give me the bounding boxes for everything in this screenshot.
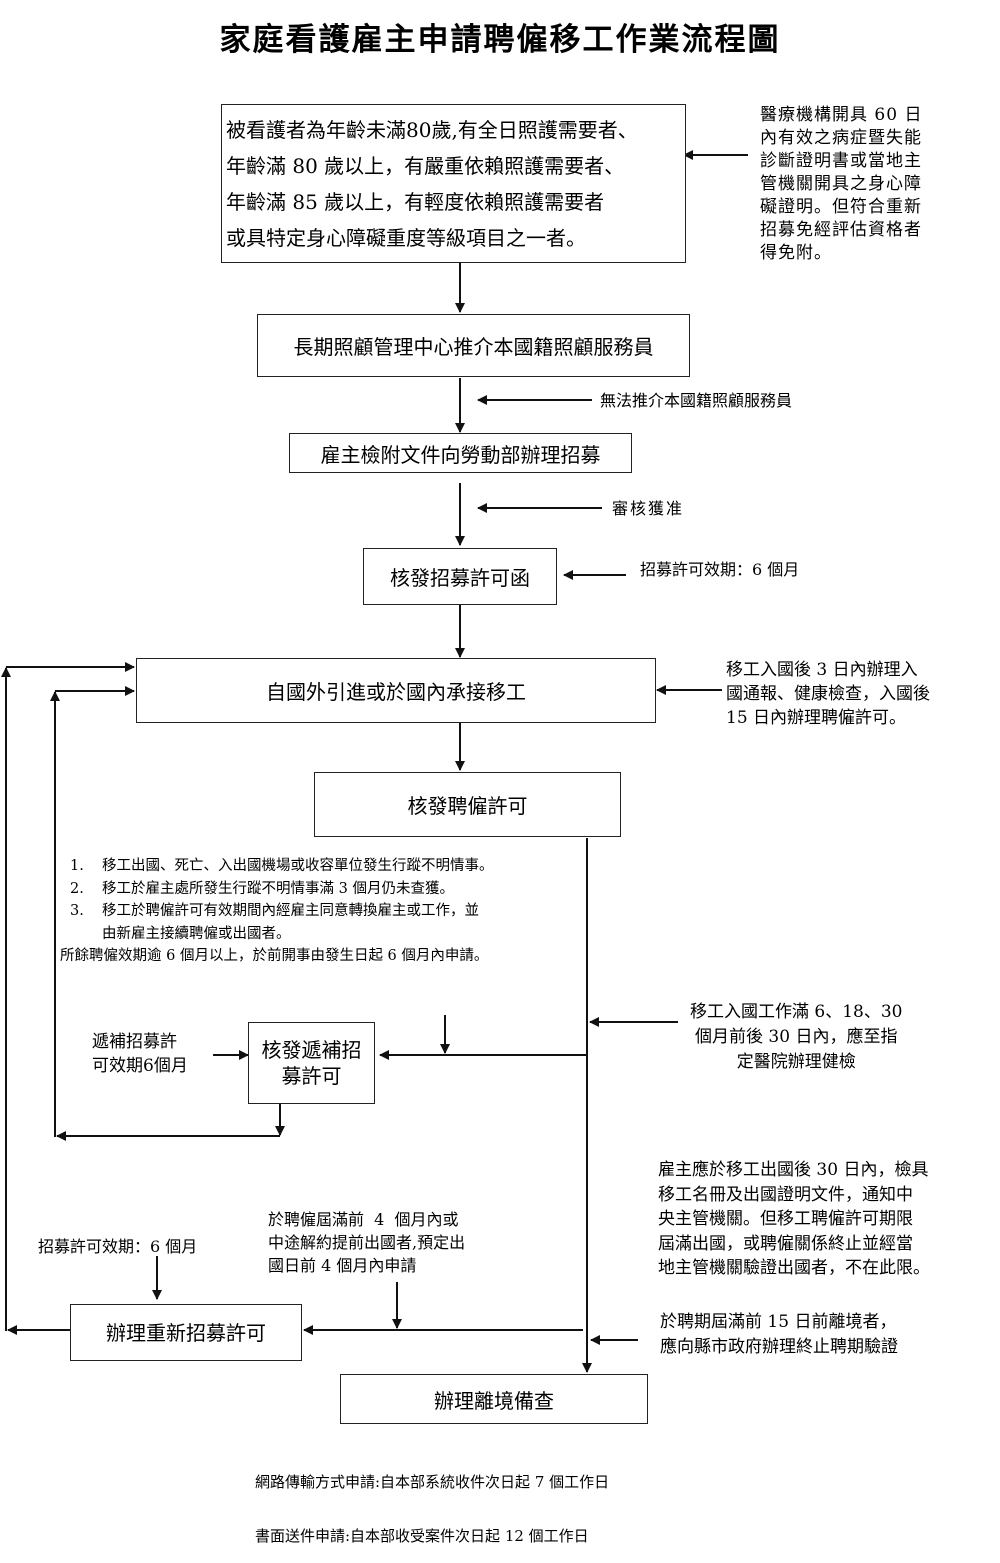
- step-import-worker: 自國外引進或於國內承接移工: [136, 658, 656, 723]
- note-early-departure: 於聘期屆滿前 15 日前離境者， 應向縣市政府辦理終止聘期驗證: [660, 1312, 898, 1357]
- processing-time: 網路傳輸方式申請:自本部系統收件次日起 7 個工作日 書面送件申請:自本部收受案…: [255, 1437, 609, 1563]
- step-issue-replacement-permit: 核發遞補招 募許可: [248, 1022, 375, 1104]
- replacement-conditions-list: 1.移工出國、死亡、入出國機場或收容單位發生行蹤不明情事。 2.移工於雇主處所發…: [60, 855, 494, 968]
- processing-time-online: 網路傳輸方式申請:自本部系統收件次日起 7 個工作日: [255, 1473, 610, 1491]
- eligibility-line: 被看護者為年齡未滿80歲,有全日照護需要者、: [226, 117, 638, 142]
- page-title: 家庭看護雇主申請聘僱移工作業流程圖: [219, 22, 781, 58]
- step-longterm-center: 長期照顧管理中心推介本國籍照顧服務員: [257, 314, 690, 377]
- condition-item: 2.移工於雇主處所發生行蹤不明情事滿 3 個月仍未查獲。: [70, 880, 454, 897]
- condition-item: 3.移工於聘僱許可有效期間內經雇主同意轉換雇主或工作，並: [70, 903, 479, 919]
- step-re-recruit-permit: 辦理重新招募許可: [70, 1304, 302, 1361]
- condition-item: 1.移工出國、死亡、入出國機場或收容單位發生行蹤不明情事。: [70, 858, 494, 874]
- step-employer-recruit: 雇主檢附文件向勞動部辦理招募: [289, 433, 632, 473]
- flow-connectors: [0, 150, 748, 1373]
- condition-item: 由新雇主接續聘僱或出國者。: [102, 925, 291, 942]
- eligibility-line: 年齡滿 85 歲以上，有輕度依賴照護需要者: [226, 189, 605, 214]
- note-approved: 審核獲准: [612, 499, 685, 518]
- note-replacement-validity: 遞補招募許 可效期6個月: [92, 1032, 188, 1076]
- note-re-recruit-timing: 於聘僱屆滿前 4 個月內或 中途解約提前出國者,預定出 國日前 4 個月內申請: [268, 1210, 466, 1275]
- note-recruit-validity: 招募許可效期：6 個月: [640, 560, 800, 579]
- step-issue-recruit-permit: 核發招募許可函: [363, 548, 557, 605]
- step-eligibility: 被看護者為年齡未滿80歲,有全日照護需要者、 年齡滿 80 歲以上，有嚴重依賴照…: [221, 104, 686, 263]
- note-re-recruit-validity: 招募許可效期：6 個月: [38, 1237, 198, 1256]
- note-departure-notice: 雇主應於移工出國後 30 日內，檢具 移工名冊及出國證明文件，通知中 央主管機關…: [658, 1160, 930, 1278]
- note-arrival-tasks: 移工入國後 3 日內辦理入 國通報、健康檢查，入國後 15 日內辦理聘僱許可。: [726, 660, 930, 728]
- note-health-check: 移工入國工作滿 6、18、30 個月前後 30 日內，應至指 定醫院辦理健檢: [690, 1002, 903, 1072]
- step-departure-filing: 辦理離境備查: [340, 1374, 648, 1424]
- processing-time-paper: 書面送件申請:自本部收受案件次日起 12 個工作日: [255, 1527, 589, 1545]
- step-issue-employ-permit: 核發聘僱許可: [314, 772, 621, 837]
- condition-footer: 所餘聘僱效期逾 6 個月以上，於前開事由發生日起 6 個月內申請。: [60, 948, 489, 964]
- eligibility-line: 年齡滿 80 歲以上，有嚴重依賴照護需要者、: [226, 153, 625, 178]
- note-no-local-caregiver: 無法推介本國籍照顧服務員: [600, 391, 793, 410]
- note-medical-cert: 醫療機構開具 60 日 內有效之病症暨失能 診斷證明書或當地主 管機關開具之身心…: [760, 105, 923, 263]
- eligibility-line: 或具特定身心障礙重度等級項目之一者。: [226, 225, 586, 250]
